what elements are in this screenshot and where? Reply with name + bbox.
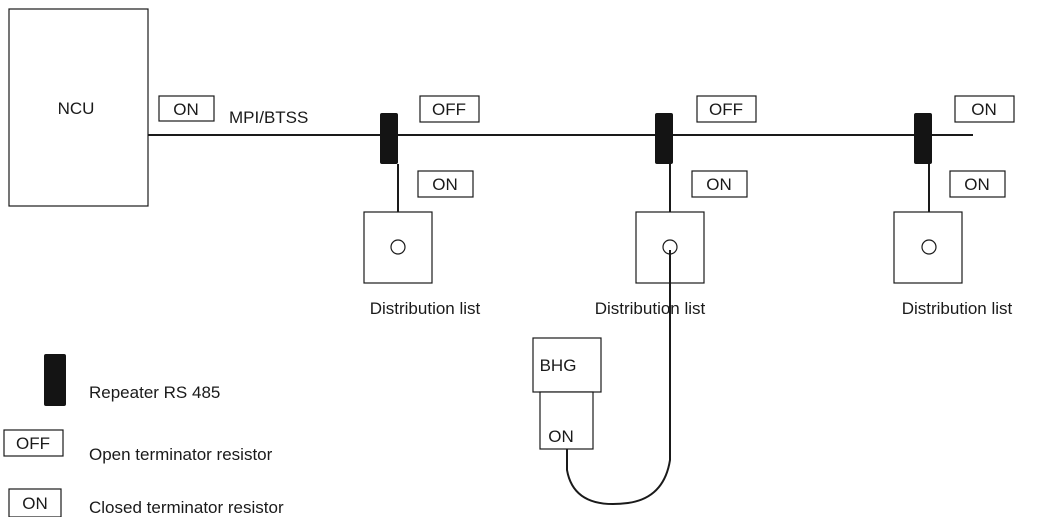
bhg-terminator [539,391,594,450]
legend-open-terminator-symbol-text: OFF [16,434,50,453]
legend-repeater-symbol [44,354,66,406]
legend-closed-terminator-symbol-text: ON [22,494,48,513]
repeater-3-drop-terminator [949,170,1006,198]
distribution-list-label-1: Distribution list [370,299,481,318]
legend-open-terminator-description: Open terminator resistor [89,445,273,464]
legend-repeater-description: Repeater RS 485 [89,383,220,402]
bhg-label: BHG [540,356,577,375]
repeater-2-drop-terminator [691,170,748,198]
repeater-2-bus-terminator [696,95,757,123]
repeater-1-bus-terminator [419,95,480,123]
repeater-3-bus-terminator [954,95,1015,123]
ncu-terminator-label: ON [173,100,199,119]
ncu-terminator [158,95,215,122]
connector-socket-icon-1 [390,239,406,255]
ncu-label: NCU [58,99,95,118]
repeater-2 [655,113,673,164]
bhg-cable [566,250,671,505]
repeater-1-bus-terminator-label: OFF [432,100,466,119]
distribution-list-label-2: Distribution list [595,299,706,318]
repeater-1 [380,113,398,164]
bus-label: MPI/BTSS [229,108,308,127]
repeater-1-drop-terminator-label: ON [432,175,458,194]
repeater-3 [914,113,932,164]
bhg-terminator-label: ON [548,427,574,446]
repeater-2-bus-terminator-label: OFF [709,100,743,119]
repeater-3-bus-terminator-label: ON [971,100,997,119]
repeater-1-drop-terminator [417,170,474,198]
connector-socket-icon-3 [921,239,937,255]
bhg-box [532,337,602,393]
repeater-2-drop-terminator-label: ON [706,175,732,194]
legend-closed-terminator-symbol [8,488,62,517]
legend-open-terminator-symbol [3,429,64,457]
distribution-list-label-3: Distribution list [902,299,1013,318]
repeater-3-drop-terminator-label: ON [964,175,990,194]
legend-closed-terminator-description: Closed terminator resistor [89,498,284,517]
ncu-box [8,8,149,207]
